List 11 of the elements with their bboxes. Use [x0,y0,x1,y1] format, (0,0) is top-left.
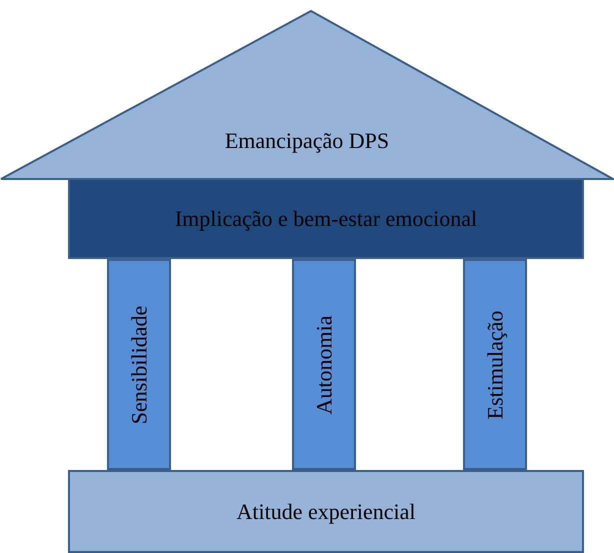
pillar-label: Autonomia [311,315,337,414]
pillar-label: Estimulação [482,310,508,419]
base-label: Atitude experiencial [236,498,416,524]
roof-label: Emancipação DPS [224,128,390,154]
beam-box [68,178,584,259]
pillar-box [107,259,171,470]
base-box [68,470,584,553]
pillar-box [292,259,356,470]
pillar-box [463,259,527,470]
pillar-label: Sensibilidade [126,305,152,424]
beam-label: Implicação e bem-estar emocional [174,206,478,232]
